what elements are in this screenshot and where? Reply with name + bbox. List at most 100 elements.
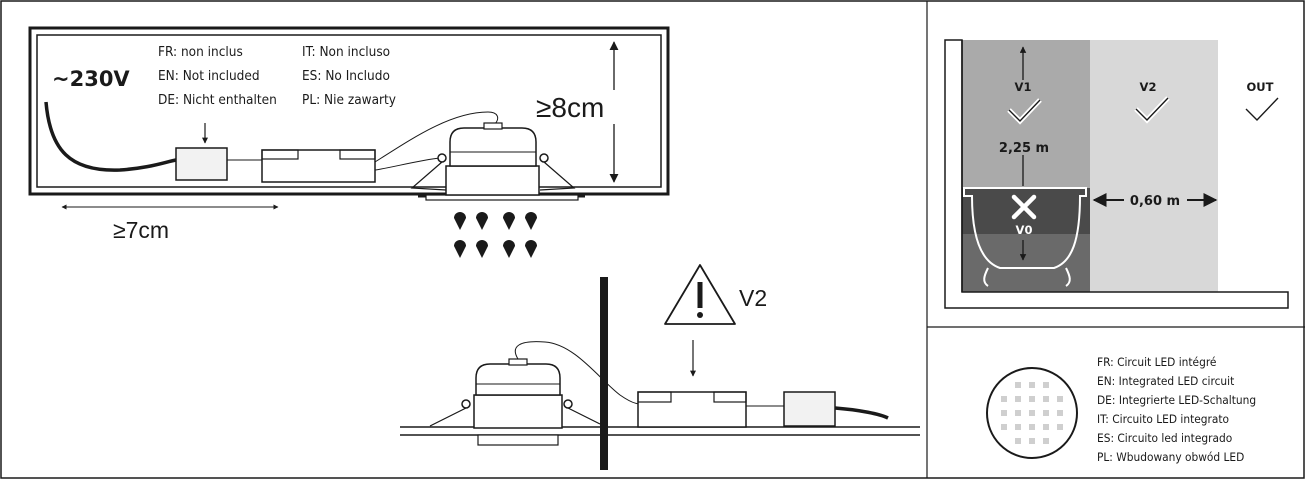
led-dot [1043,396,1049,402]
width-label: 0,60 m [1130,194,1180,209]
connector-box [175,147,228,181]
downlight-housing [449,127,537,167]
bathtub-foot-left [983,267,989,287]
driver-note-fr: FR: non inclus [158,44,243,60]
downlight-cap [483,122,503,130]
light-drop-icon [525,240,537,258]
zone-out-label: OUT [1247,80,1274,94]
led-driver [261,149,376,183]
bathtub-foot-right [1065,267,1071,287]
led-text-pl: PL: Wbudowany obwód LED [1097,450,1244,464]
driver-note-en: EN: Not included [158,68,260,84]
led-dot [1043,438,1049,444]
depth-min-label: ≥8cm [536,92,604,123]
led-dot [1001,424,1007,430]
led-dot [1029,438,1035,444]
bathtub-outline [963,187,1087,269]
zone-out-check-icon [1245,97,1279,122]
spring-clip-left-arm [410,161,447,191]
led-dot-grid [1001,382,1063,444]
led-text-es: ES: Circuito led integrado [1097,431,1232,445]
spring-clip-left-arm-2 [429,407,467,427]
zone-v2-label: V2 [1140,80,1157,94]
led-dot [1057,410,1063,416]
led-dot [1015,410,1021,416]
zone-v0-label: V0 [1016,223,1033,237]
driver-tab-left-2 [637,391,672,403]
led-text-de: DE: Integrierte LED-Schaltung [1097,393,1256,407]
led-dot [1029,410,1035,416]
height-label: 2,25 m [999,141,1049,156]
mains-cable [44,101,177,172]
warning-triangle-icon [664,264,736,325]
led-dot [1001,396,1007,402]
driver-tab-right [339,149,376,160]
downlight-recessed [410,122,585,201]
led-dot [1015,438,1021,444]
cable-min-label: ≥7cm [113,217,169,243]
led-dot [1043,382,1049,388]
wall-installation: V2 [400,264,920,470]
led-dot [1029,424,1035,430]
downlight-housing-2 [475,363,561,396]
light-drop-icon [454,240,466,258]
driver-output-wire-2 [374,157,441,171]
zone-v2-area [1090,40,1218,292]
warning-zone-label: V2 [739,285,767,311]
ceiling-installation: ~230V FR: non inclus EN: Not included DE… [28,26,670,258]
wire-through-wall [514,341,641,405]
led-dot [1029,396,1035,402]
downlight-bezel-2 [477,434,559,446]
led-circuit-panel: FR: Circuit LED intégré EN: Integrated L… [986,355,1256,464]
downlight-body-lower-2 [473,394,563,429]
driver-note-es: ES: No Includo [302,68,390,84]
zone-v0-floor [962,234,1090,292]
driver-tab-right-2 [713,391,747,403]
driver-note-pl: PL: Nie zawarty [302,92,396,108]
led-text-it: IT: Circuito LED integrato [1097,412,1229,426]
led-dot [1015,424,1021,430]
light-drop-icon [503,240,515,258]
zone-v1-label: V1 [1015,80,1032,94]
driver-output-wire [374,111,499,163]
light-drop-icon [525,212,537,230]
light-drop-icon [476,212,488,230]
downlight-body-lower [445,165,540,196]
light-drops-group [454,212,537,258]
zone-v2-check-icon [1135,97,1169,122]
spring-clip-right-arm [539,161,576,191]
driver-note-de: DE: Nicht enthalten [158,92,277,108]
voltage-label: ~230V [52,67,130,91]
bathroom-zones: V1 2,25 m V2 OUT V0 0,60 m [944,39,1289,309]
spring-clip-left-2 [461,399,471,409]
led-dot [1029,382,1035,388]
driver-note-it: IT: Non incluso [302,44,390,60]
downlight-cap-2 [508,358,528,366]
light-drop-icon [454,212,466,230]
spring-clip-right-arm-2 [567,407,601,425]
spring-clip-left [437,153,447,163]
ceiling-cavity-inner [36,34,662,188]
depth-label-bg [535,90,619,124]
led-dot [1001,410,1007,416]
light-drop-icon [476,240,488,258]
connector-box-2 [783,391,836,427]
wall-partition [600,277,608,470]
led-dot [1043,410,1049,416]
led-driver-2 [637,391,747,428]
led-text-en: EN: Integrated LED circuit [1097,374,1234,388]
light-drop-icon [503,212,515,230]
led-dot [1015,382,1021,388]
zone-v0-cross-icon [1011,194,1037,220]
spring-clip-right [539,153,549,163]
spring-clip-right-2 [563,399,573,409]
mains-cable-2 [834,406,889,420]
led-dot [1015,396,1021,402]
led-text-fr: FR: Circuit LED intégré [1097,355,1216,369]
ceiling-cavity-outer [28,26,670,196]
led-dot [1057,424,1063,430]
led-dot [1057,396,1063,402]
driver-tab-left [261,149,299,160]
